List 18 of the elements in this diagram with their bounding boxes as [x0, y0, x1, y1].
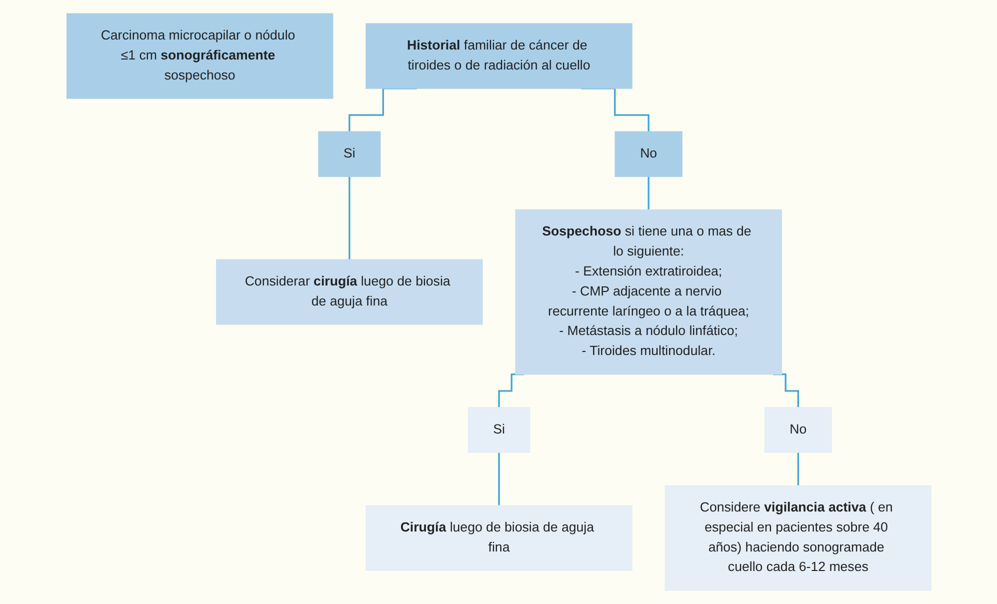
- node-box: Si: [318, 131, 380, 177]
- connector: [772, 373, 798, 408]
- connector: [647, 176, 649, 211]
- node-box: Sospechoso si tiene una o mas de lo siguiente: - Extensión extratiroidea; - CMP adjacente a nervio recurrente laríngeo o a la tráquea; - Metástasis a nódulo linfático; - Tiroides multinodular.: [514, 209, 782, 375]
- connector: [348, 176, 350, 260]
- connector: [348, 88, 416, 132]
- connector: [498, 452, 500, 506]
- node-box: Historial familiar de cáncer de tiroides o de radiación al cuello: [365, 23, 632, 89]
- node-box: No: [614, 131, 682, 177]
- node-box: Considerar cirugía luego de biosia de aguja fina: [216, 259, 482, 325]
- node-box: Cirugía luego de biosia de aguja fina: [365, 505, 632, 571]
- connector: [796, 452, 798, 486]
- node-box: Si: [467, 407, 530, 453]
- node-box: No: [764, 407, 832, 453]
- node-box: Considere vigilancia activa ( en especial en pacientes sobre 40 años) haciendo sonogramade cuello cada 6-12 meses: [664, 485, 932, 591]
- connector: [580, 88, 649, 132]
- node-box: Carcinoma microcapilar o nódulo ≤1 cm sonográficamente sospechoso: [66, 13, 333, 99]
- connector: [498, 373, 524, 408]
